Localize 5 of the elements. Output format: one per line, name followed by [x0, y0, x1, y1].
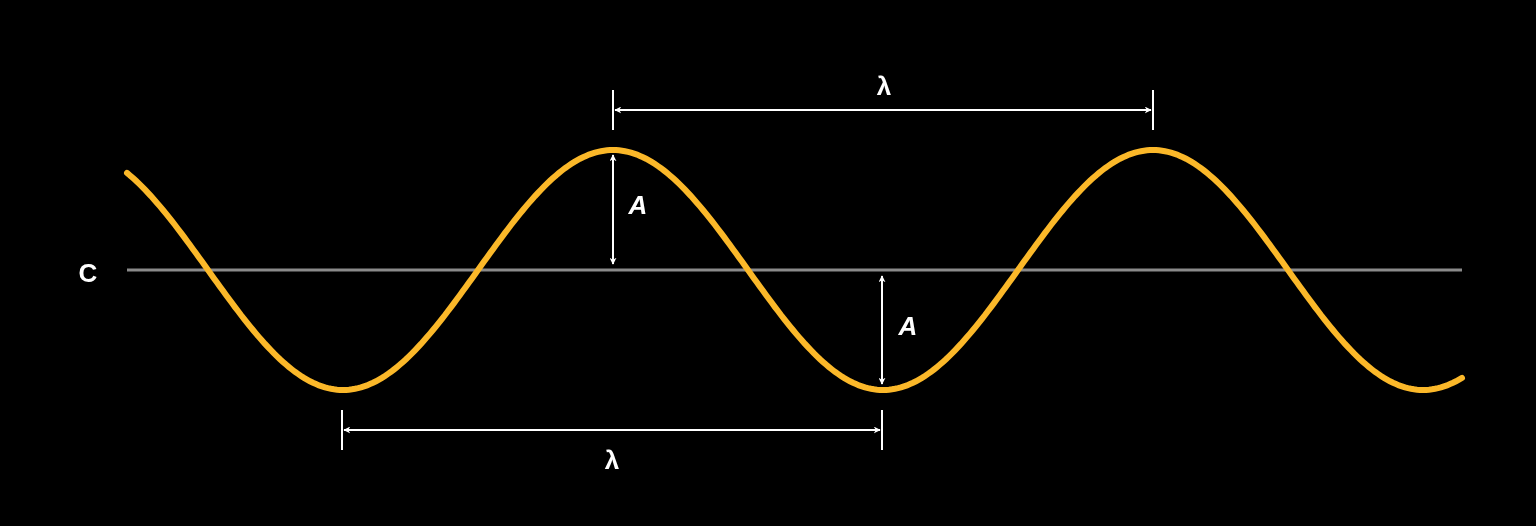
symbol-label: A	[898, 313, 918, 339]
symbol-label: C	[78, 260, 98, 286]
symbol-label: λ	[876, 73, 892, 99]
symbol-label: A	[628, 192, 648, 218]
symbol-label: λ	[604, 447, 620, 473]
